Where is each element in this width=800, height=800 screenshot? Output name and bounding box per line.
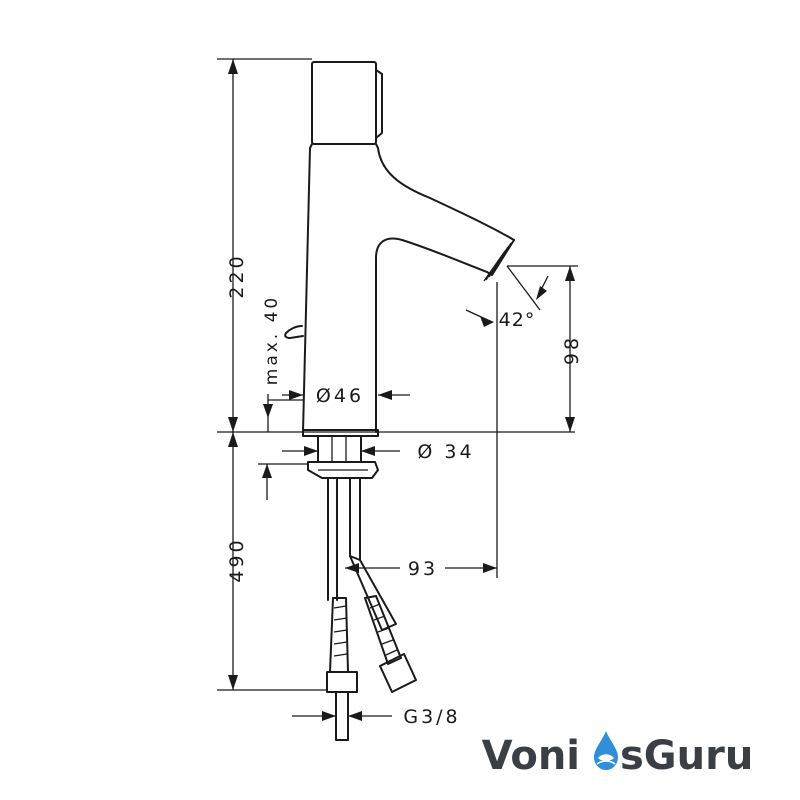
- dim-thread: G3/8: [403, 706, 460, 728]
- base-plate: [302, 429, 379, 437]
- hose-right-rod: [349, 477, 361, 561]
- dim-body-diameter: Ø46: [316, 385, 364, 407]
- dimension-lines: [217, 58, 578, 730]
- hose-left-rod: [327, 477, 338, 601]
- popup-rod: [284, 325, 304, 339]
- handle-cap: [311, 61, 377, 145]
- dim-spout-reach: 93: [408, 558, 438, 580]
- hose-left-braid: [329, 597, 349, 673]
- dim-height-total: 220: [226, 253, 248, 298]
- logo-text-part2: sGuru: [620, 733, 753, 779]
- mounting-shank: [317, 435, 362, 463]
- hose-right-braid-b: [364, 595, 402, 665]
- hose-right-pattern: [369, 603, 398, 656]
- aerator-lines: [483, 242, 512, 282]
- dim-base-diameter: Ø 34: [417, 441, 474, 463]
- dim-spout-height: 98: [561, 335, 583, 365]
- spout-tip: [486, 239, 515, 276]
- supply-hoses: [326, 477, 417, 741]
- logo-text-part1: Voni: [482, 733, 580, 779]
- water-drop-icon: [594, 731, 618, 770]
- hose-right-fitting: [379, 653, 417, 693]
- mounting-nut: [307, 461, 379, 479]
- hose-left-pattern: [333, 605, 348, 657]
- voniosguru-logo: Voni sGuru: [482, 731, 753, 779]
- handle-button: [375, 69, 383, 139]
- faucet-outline: [284, 61, 515, 479]
- hose-right-braid-a: [349, 555, 397, 631]
- dim-rod-height: max. 40: [262, 295, 282, 385]
- shank-thread: [331, 436, 347, 462]
- hose-left-fitting: [326, 671, 358, 693]
- dim-spout-angle: 42°: [499, 309, 536, 331]
- faucet-body: [302, 143, 515, 433]
- hose-left-tail: [335, 691, 349, 741]
- dim-hose-length: 490: [226, 537, 248, 582]
